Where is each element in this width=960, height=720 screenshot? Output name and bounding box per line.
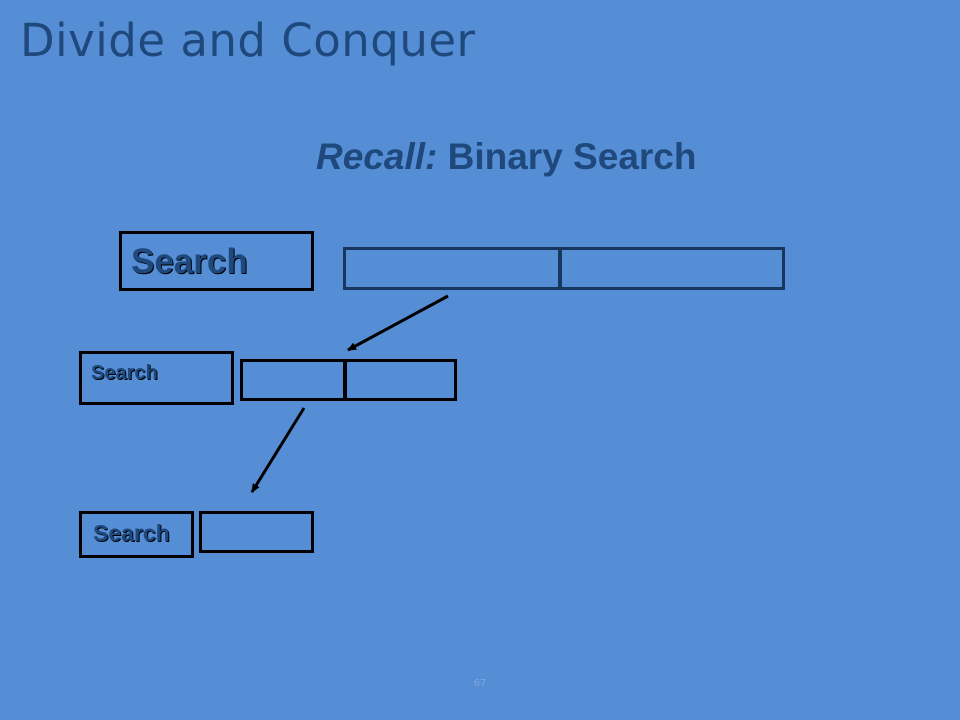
array-level-1	[343, 247, 785, 290]
array-divider-level-2	[343, 362, 347, 398]
array-level-3	[199, 511, 314, 553]
slide-subtitle: Recall: Binary Search	[316, 136, 696, 178]
subtitle-recall: Recall:	[316, 136, 438, 177]
search-label-level-1: Search	[131, 242, 248, 281]
search-label-level-2: Search	[91, 362, 158, 384]
search-box-level-2: Search	[79, 351, 234, 405]
subtitle-binary-search: Binary Search	[437, 136, 697, 177]
search-box-level-1: Search	[119, 231, 314, 291]
arrow-down-left-icon	[347, 294, 449, 352]
slide-title: Divide and Conquer	[20, 14, 476, 67]
search-label-level-3: Search	[93, 520, 170, 546]
search-box-level-3: Search	[79, 511, 194, 558]
arrow-down-left-icon	[250, 407, 306, 493]
array-level-2	[240, 359, 457, 401]
array-divider-level-1	[558, 250, 562, 287]
page-number: 67	[473, 678, 487, 689]
